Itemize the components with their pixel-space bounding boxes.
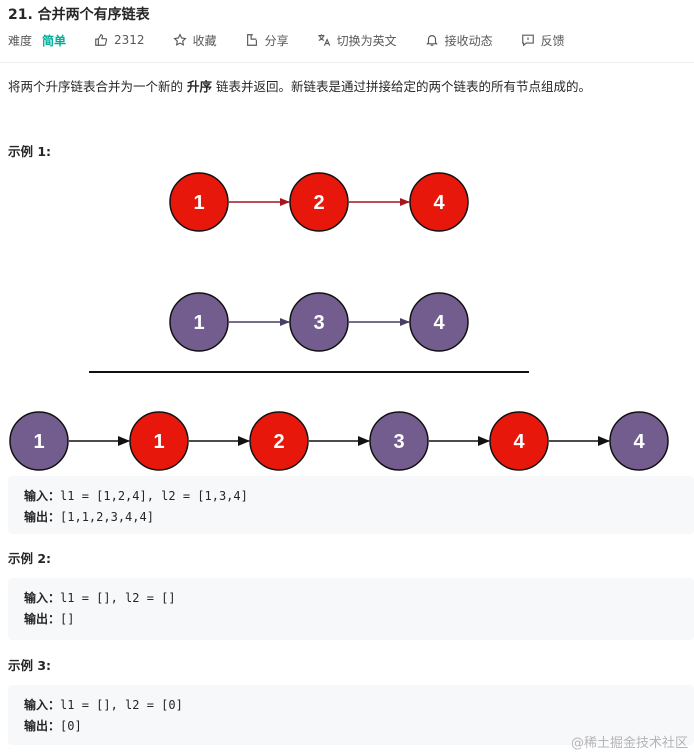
example-2-input-row: 输入：l1 = [], l2 = [] bbox=[24, 588, 694, 609]
difficulty-label: 难度 bbox=[8, 33, 33, 48]
list1-node: 4 bbox=[409, 172, 469, 232]
list2-node: 1 bbox=[169, 292, 229, 352]
example-2-label: 示例 2: bbox=[8, 551, 52, 566]
list2-node-value: 3 bbox=[313, 312, 324, 334]
merged-node: 3 bbox=[369, 411, 429, 471]
merged-node-circle bbox=[9, 411, 69, 471]
merged-node-value: 1 bbox=[33, 431, 44, 453]
example-2-input-label: 输入： bbox=[24, 591, 61, 605]
translate-icon bbox=[317, 34, 330, 46]
watermark: @稀土掘金技术社区 bbox=[570, 736, 688, 751]
example-1-output: [1,1,2,3,4,4] bbox=[60, 510, 154, 524]
follow-updates-button[interactable]: 接收动态 bbox=[425, 32, 493, 49]
list2-node-circle bbox=[289, 292, 349, 352]
example-3-code-block: 输入：l1 = [], l2 = [0] 输出：[0] bbox=[8, 685, 694, 745]
example-1-input-row: 输入：l1 = [1,2,4], l2 = [1,3,4] bbox=[24, 486, 694, 507]
input-list-1: 1 2 4 bbox=[169, 172, 469, 232]
example-1-diagram: 1 2 4 1 3 4 1 1 2 3 4 4 bbox=[9, 172, 669, 471]
merged-node-circle bbox=[369, 411, 429, 471]
example-1-output-label: 输出： bbox=[24, 510, 61, 524]
list1-node-circle bbox=[169, 172, 229, 232]
difficulty-value: 简单 bbox=[42, 33, 67, 48]
list1-node-value: 1 bbox=[193, 192, 204, 214]
merged-node-circle bbox=[129, 411, 189, 471]
example-1-code-block: 输入：l1 = [1,2,4], l2 = [1,3,4] 输出：[1,1,2,… bbox=[8, 476, 694, 534]
share-label: 分享 bbox=[264, 33, 289, 48]
list2-node: 4 bbox=[409, 292, 469, 352]
example-3-input-label: 输入： bbox=[24, 698, 61, 712]
list2-node-value: 1 bbox=[193, 312, 204, 334]
description-text-1: 将两个升序链表合并为一个新的 bbox=[8, 79, 187, 94]
feedback-icon bbox=[521, 34, 534, 47]
example-3-output-row: 输出：[0] bbox=[24, 716, 694, 737]
example-1-input-label: 输入： bbox=[24, 489, 61, 503]
example-2-output-label: 输出： bbox=[24, 612, 61, 626]
list2-node-circle bbox=[409, 292, 469, 352]
merged-node-value: 3 bbox=[393, 431, 404, 453]
merged-node-circle bbox=[489, 411, 549, 471]
merged-node: 1 bbox=[129, 411, 189, 471]
list1-node-circle bbox=[289, 172, 349, 232]
list1-node: 2 bbox=[289, 172, 349, 232]
problem-meta-bar: 难度 简单 2312 收藏 分享 切换为英文 接收动态 反馈 bbox=[8, 32, 593, 48]
list1-node: 1 bbox=[169, 172, 229, 232]
description-bold: 升序 bbox=[186, 79, 212, 94]
merged-node-value: 1 bbox=[153, 431, 164, 453]
favorite-button[interactable]: 收藏 bbox=[172, 32, 217, 49]
switch-language-label: 切换为英文 bbox=[336, 33, 397, 48]
merged-list: 1 1 2 3 4 4 bbox=[9, 411, 669, 471]
merged-node-value: 4 bbox=[513, 431, 525, 453]
merged-node: 2 bbox=[249, 411, 309, 471]
list2-node-value: 4 bbox=[433, 312, 445, 334]
merged-node: 4 bbox=[609, 411, 669, 471]
like-button[interactable]: 2312 bbox=[94, 33, 145, 47]
merged-node: 1 bbox=[9, 411, 69, 471]
example-2-output-row: 输出：[] bbox=[24, 609, 694, 630]
merged-node-value: 2 bbox=[273, 431, 284, 453]
example-3-input-row: 输入：l1 = [], l2 = [0] bbox=[24, 695, 694, 716]
merged-node: 4 bbox=[489, 411, 549, 471]
feedback-label: 反馈 bbox=[540, 33, 565, 48]
thumbs-up-icon bbox=[95, 34, 108, 46]
merged-node-circle bbox=[609, 411, 669, 471]
switch-language-button[interactable]: 切换为英文 bbox=[317, 32, 397, 49]
merged-node-value: 4 bbox=[633, 431, 645, 453]
list2-node-circle bbox=[169, 292, 229, 352]
example-2-input: l1 = [], l2 = [] bbox=[60, 591, 176, 605]
feedback-button[interactable]: 反馈 bbox=[521, 32, 565, 49]
list1-node-value: 4 bbox=[433, 192, 445, 214]
problem-description: 将两个升序链表合并为一个新的 升序 链表并返回。新链表是通过拼接给定的两个链表的… bbox=[8, 76, 591, 95]
problem-title: 21. 合并两个有序链表 bbox=[8, 7, 150, 23]
example-1-input: l1 = [1,2,4], l2 = [1,3,4] bbox=[60, 489, 248, 503]
example-3-label: 示例 3: bbox=[8, 658, 52, 673]
description-text-2: 链表并返回。新链表是通过拼接给定的两个链表的所有节点组成的。 bbox=[212, 79, 591, 94]
example-1-label: 示例 1: bbox=[8, 144, 52, 159]
list2-node: 3 bbox=[289, 292, 349, 352]
example-2-output: [] bbox=[60, 612, 75, 626]
example-3-output: [0] bbox=[60, 719, 82, 733]
list1-node-circle bbox=[409, 172, 469, 232]
example-3-output-label: 输出： bbox=[24, 719, 61, 733]
example-2-code-block: 输入：l1 = [], l2 = [] 输出：[] bbox=[8, 578, 694, 640]
list1-node-value: 2 bbox=[313, 192, 324, 214]
like-count: 2312 bbox=[114, 33, 145, 47]
input-list-2: 1 3 4 bbox=[169, 292, 469, 352]
bell-icon bbox=[425, 35, 438, 46]
follow-updates-label: 接收动态 bbox=[444, 33, 493, 48]
example-1-output-row: 输出：[1,1,2,3,4,4] bbox=[24, 507, 694, 528]
example-3-input: l1 = [], l2 = [0] bbox=[60, 698, 183, 712]
star-icon bbox=[172, 33, 187, 46]
favorite-label: 收藏 bbox=[192, 33, 217, 48]
merged-node-circle bbox=[249, 411, 309, 471]
share-icon bbox=[246, 34, 257, 46]
header-divider bbox=[0, 62, 694, 63]
share-button[interactable]: 分享 bbox=[245, 32, 289, 49]
